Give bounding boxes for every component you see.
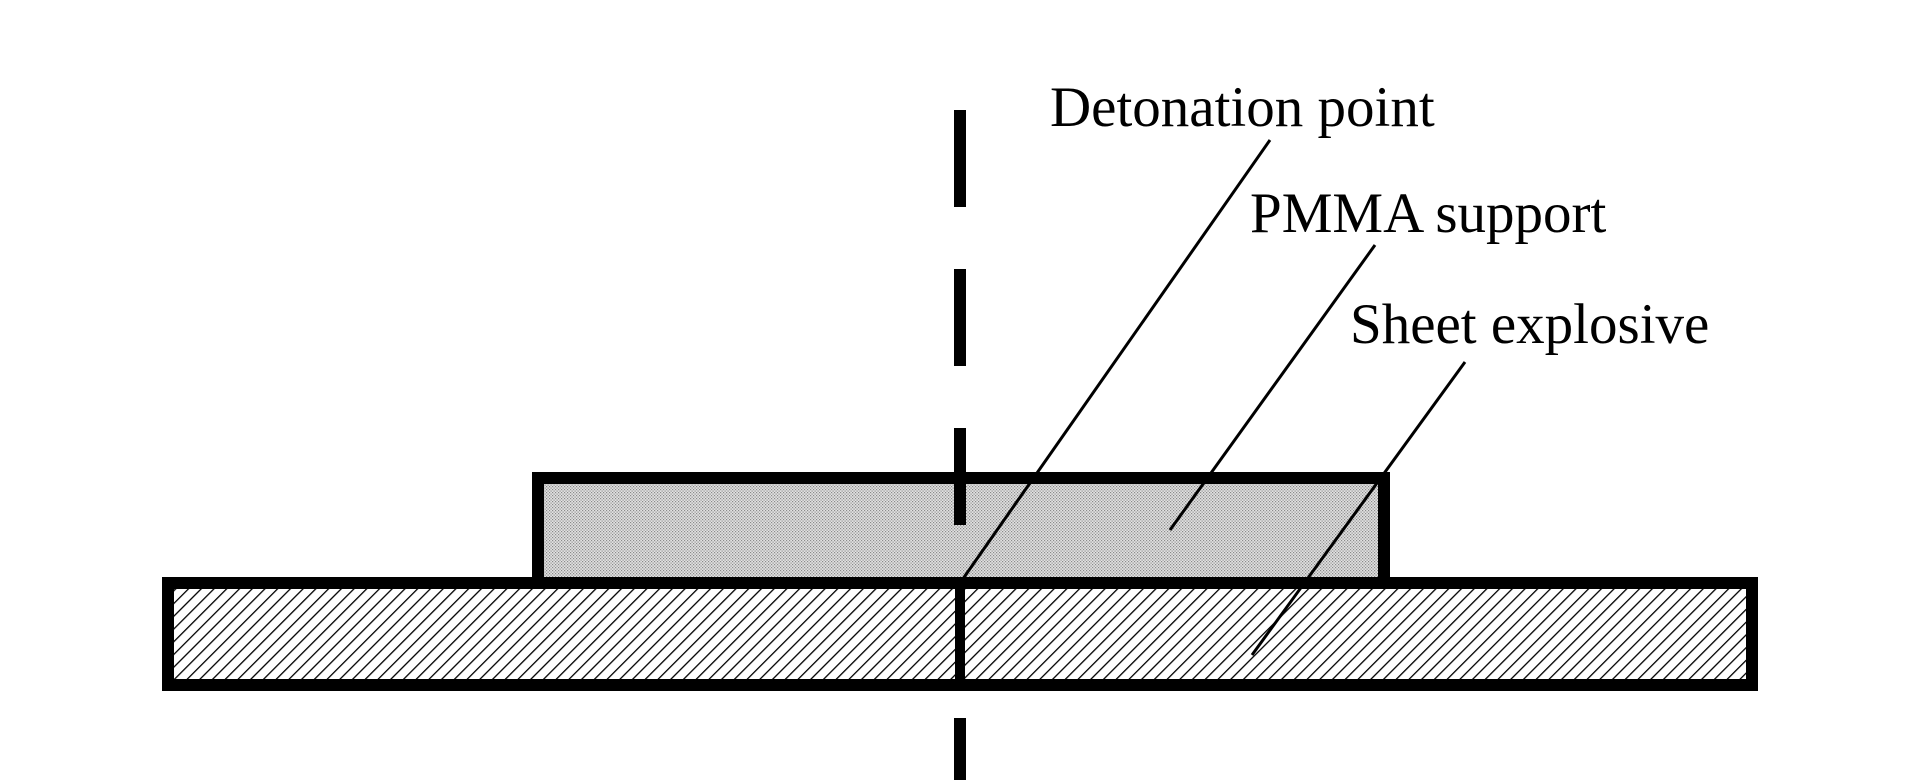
sheet-explosive-label: Sheet explosive xyxy=(1350,293,1709,356)
detonation-point-leader xyxy=(958,139,1272,584)
detonation-point-label: Detonation point xyxy=(1050,76,1435,139)
sheet-explosive-leader xyxy=(1250,361,1467,656)
pmma-support-leader xyxy=(1168,244,1377,531)
pmma-support-label: PMMA support xyxy=(1250,182,1606,245)
